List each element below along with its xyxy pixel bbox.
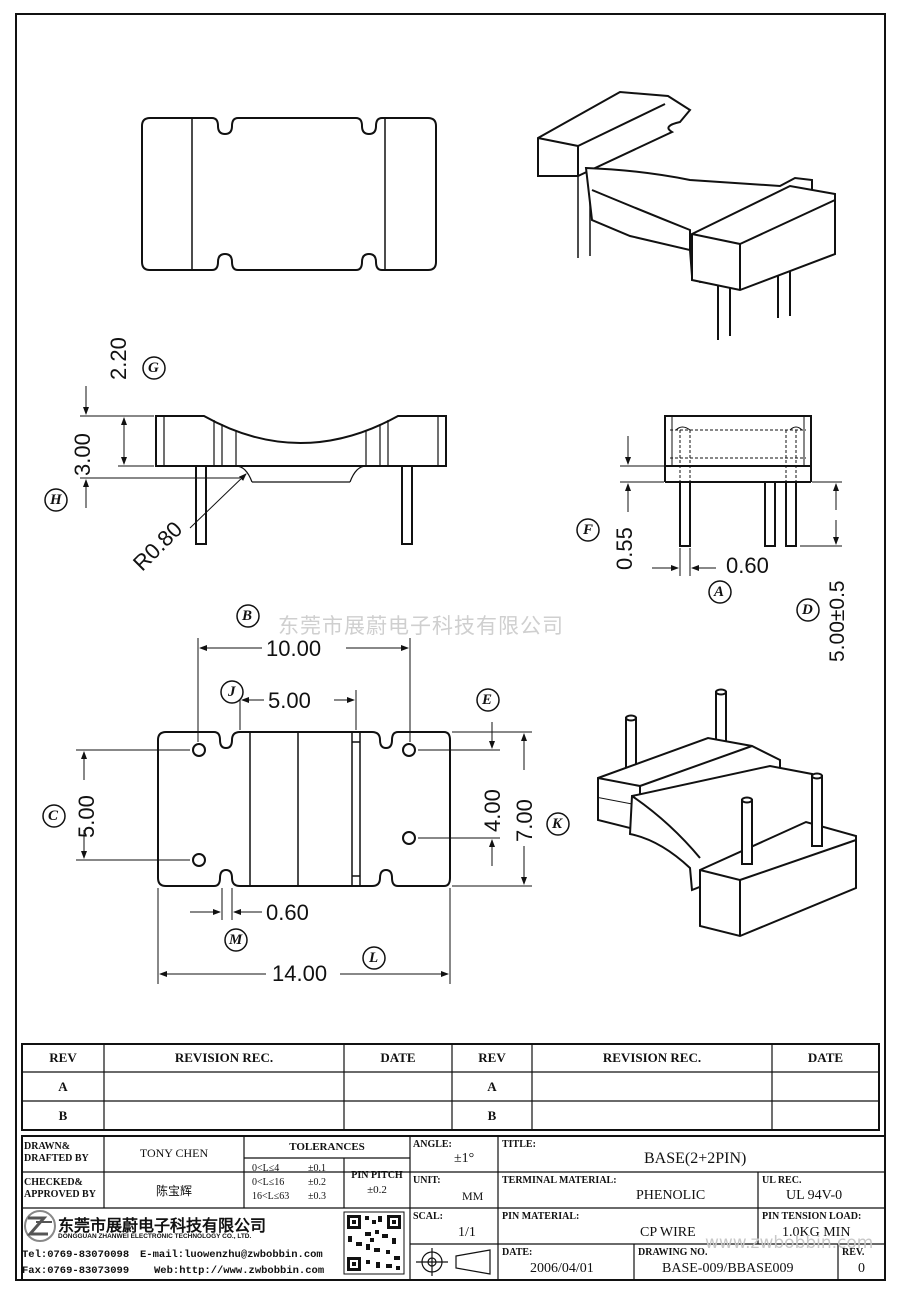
drawing-no-value: BASE-009/BBASE009 [662, 1261, 794, 1276]
checked-value: 陈宝辉 [155, 1184, 192, 1198]
pin-tension-label: PIN TENSION LOAD: [762, 1211, 862, 1222]
iso-view-top [537, 90, 836, 340]
callout-b: B [242, 608, 253, 624]
callout-m: M [229, 932, 243, 948]
title-block-lines [21, 1043, 886, 1281]
date-label: DATE: [502, 1247, 533, 1258]
rev-header-2: REV [478, 1050, 506, 1065]
callout-d: D [802, 602, 813, 618]
pin-pitch-label: PIN PITCH [351, 1170, 403, 1181]
dim-d-value: 5.00±0.5 [826, 580, 849, 662]
company-fax: Fax:0769-83073099 [22, 1265, 130, 1277]
iso-view-bottom [597, 688, 857, 938]
end-view [664, 415, 812, 547]
qr-code-icon [343, 1211, 405, 1275]
top-view [141, 117, 437, 271]
pin-material-value: CP WIRE [640, 1225, 696, 1240]
dim-g-value: 2.20 [106, 337, 131, 380]
dim-b-value: 10.00 [266, 636, 322, 661]
tol-value-2: ±0.2 [308, 1177, 326, 1188]
terminal-material-value: PHENOLIC [636, 1188, 706, 1203]
date-value: 2006/04/01 [530, 1261, 594, 1276]
company-web: Web:http://www.zwbobbin.com [154, 1265, 325, 1277]
dim-k-value: 7.00 [512, 799, 537, 842]
dim-l-value: 14.00 [272, 961, 328, 986]
title-label: TITLE: [502, 1139, 536, 1150]
angle-label: ANGLE: [413, 1139, 452, 1150]
pin-tension-value: 1.0KG MIN [782, 1225, 851, 1240]
dim-h-value: 3.00 [70, 433, 95, 476]
company-name-en: DONGGUAN ZHANWEI ELECTRONIC TECHNOLOGY C… [58, 1233, 252, 1240]
terminal-material-label: TERMINAL MATERIAL: [502, 1175, 617, 1186]
callout-k: K [552, 816, 563, 832]
tolerances-label: TOLERANCES [289, 1141, 365, 1153]
rev-rec-header-2: REVISION REC. [602, 1050, 702, 1065]
callout-e: E [482, 692, 493, 708]
callout-f: F [583, 522, 594, 538]
watermark-url: www.zwbobbin.com [705, 1233, 874, 1253]
end-view-dims [620, 436, 842, 576]
tol-value-1: ±0.1 [308, 1163, 326, 1174]
callout-c: C [48, 808, 59, 824]
dim-j-value: 5.00 [268, 688, 311, 713]
scale-label: SCAL: [413, 1211, 444, 1222]
callout-j: J [228, 684, 236, 700]
tol-range-3: 16<L≤63 [252, 1191, 290, 1202]
date-header-1: DATE [380, 1050, 416, 1065]
date-header-2: DATE [807, 1050, 844, 1065]
rev-row-a-left: A [58, 1079, 68, 1094]
callout-h: H [50, 492, 62, 508]
dim-m-value: 0.60 [266, 900, 309, 925]
company-tel: Tel:0769-83070098 [22, 1249, 130, 1261]
bottom-view-dims [76, 638, 532, 984]
callout-l: L [369, 950, 379, 966]
rev-row-b-right: B [487, 1108, 497, 1123]
rev-row-b-left: B [58, 1108, 68, 1123]
rev-row-a-right: A [487, 1079, 497, 1094]
bottom-view [157, 731, 451, 887]
dim-f-value: 0.55 [612, 527, 637, 570]
drawing-no-label: DRAWING NO. [638, 1247, 708, 1258]
side-view-dims [80, 386, 247, 529]
ul-rec-label: UL REC. [762, 1175, 802, 1186]
rev-header-1: REV [49, 1050, 77, 1065]
tol-range-2: 0<L≤16 [252, 1177, 285, 1188]
rev-value: 0 [858, 1261, 865, 1276]
company-email: E-mail:luowenzhu@zwbobbin.com [140, 1249, 323, 1261]
unit-label: UNIT: [413, 1175, 441, 1186]
dim-c-value: 5.00 [74, 795, 99, 838]
tol-range-1: 0<L≤4 [252, 1163, 280, 1174]
angle-value: ±1° [454, 1151, 475, 1166]
dim-a-value: 0.60 [726, 553, 769, 578]
checked-label: CHECKED& APPROVED BY [24, 1177, 96, 1200]
drawn-label: DRAWN& DRAFTED BY [24, 1141, 89, 1164]
scale-value: 1/1 [458, 1225, 476, 1240]
projection-symbol-icon [416, 1248, 491, 1276]
tol-value-3: ±0.3 [308, 1191, 326, 1202]
drawn-value: TONY CHEN [139, 1146, 209, 1160]
title-value: BASE(2+2PIN) [644, 1150, 747, 1167]
side-view [155, 415, 447, 545]
callout-g: G [148, 360, 159, 376]
watermark-text: 东莞市展蔚电子科技有限公司 [278, 614, 564, 638]
dim-e-value: 4.00 [480, 789, 505, 832]
company-name-cn: 东莞市展蔚电子科技有限公司 [58, 1216, 267, 1235]
callout-a: A [714, 584, 725, 600]
ul-rec-value: UL 94V-0 [786, 1188, 843, 1203]
unit-value: MM [462, 1189, 484, 1203]
rev-rec-header-1: REVISION REC. [174, 1050, 274, 1065]
pin-material-label: PIN MATERIAL: [502, 1211, 580, 1222]
rev-label: REV. [842, 1247, 865, 1258]
pin-pitch-value: ±0.2 [367, 1184, 387, 1196]
company-logo-icon [24, 1210, 56, 1242]
